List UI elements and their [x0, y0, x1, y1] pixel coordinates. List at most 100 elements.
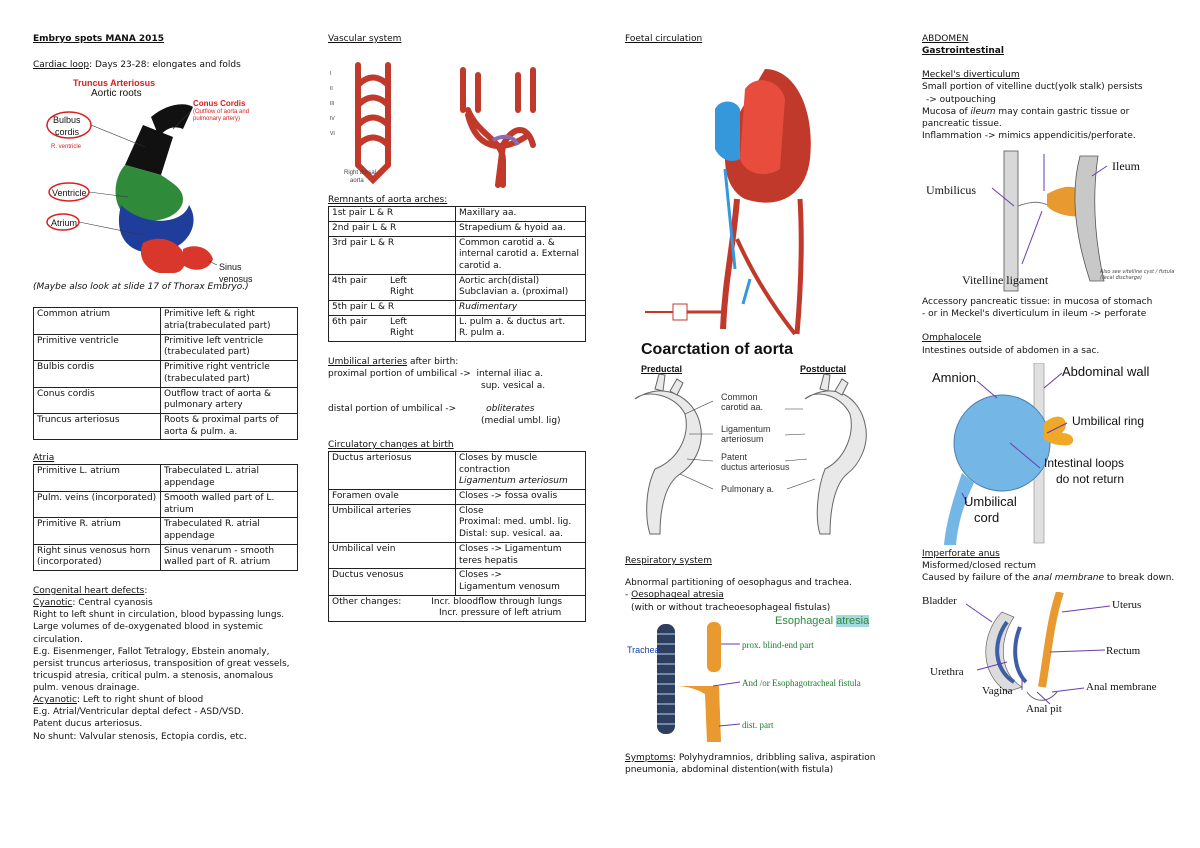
coarct-patent: Patent: [721, 452, 748, 463]
arches-table-cell-remnant: Strapedium & hyoid aa.: [455, 220, 586, 237]
atria-table-cell-derivative: Trabeculated L. atrial appendage: [160, 464, 298, 492]
circ-table-cell-change: Closes -> fossa ovalis: [455, 489, 586, 505]
cardiac-table-cell-derivative: Primitive left ventricle (trabeculated p…: [160, 333, 298, 362]
arches-table-cell-pair: 5th pair L & R: [328, 300, 456, 316]
atria-title: Atria: [33, 453, 55, 464]
omph-cord-2: cord: [974, 509, 1000, 525]
coarct-common: Common: [721, 392, 758, 403]
acyanotic-examples: E.g. Atrial/Ventricular deptal defect - …: [33, 707, 244, 718]
circ-table-cell-change: Closes -> Ligamentum teres hepatis: [455, 541, 586, 570]
symptoms: Symptoms: Polyhydramnios, dribbling sali…: [625, 752, 876, 775]
fig-conus-label: Conus Cordis: [193, 99, 246, 109]
column-4: ABDOMEN Gastrointestinal Meckel's divert…: [922, 33, 1177, 717]
arches-table-cell-pair: 3rd pair L & R: [328, 235, 456, 275]
fig-ventricle-label: Ventricle: [52, 188, 87, 199]
arches-pair-label: 6th pair: [332, 316, 368, 327]
omphalocele-title: Omphalocele: [922, 333, 982, 344]
atria-table-cell-structure: Primitive L. atrium: [33, 464, 161, 492]
imperforate-line2: Caused by failure of the anal membrane t…: [922, 572, 1175, 583]
fig-aortic-roots-label: Aortic roots: [91, 88, 142, 100]
imperforate-figure: Bladder Uterus Urethra Rectum Vagina Ana…: [922, 592, 1177, 717]
coarctation-title: Coarctation of aorta: [641, 341, 794, 359]
umbilical-title: Umbilical arteries after birth:: [328, 357, 459, 368]
omph-amnion: Amnion: [932, 369, 977, 385]
arches-table-cell-remnant: Rudimentary: [455, 300, 586, 316]
arches-side-label: Left Right: [390, 275, 414, 298]
postductal-label: Postductal: [800, 364, 847, 375]
arches-table-cell-remnant: L. pulm a. & ductus art. R. pulm a.: [455, 314, 586, 343]
arches-table-cell-remnant: Aortic arch(distal) Subclavian a. (proxi…: [455, 273, 586, 302]
omph-loops-1: Intestinal loops: [1044, 455, 1125, 470]
arches-table-cell-remnant: Common carotid a. & internal carotid a. …: [455, 235, 586, 275]
heart-tube-diagram: [46, 104, 218, 274]
cyanotic-line: Cyanotic: Central cyanosis: [33, 598, 153, 609]
imp-bladder: Bladder: [922, 595, 957, 608]
coarctation-diagram: [634, 373, 867, 535]
fig-conus-note: (Outflow of aorta and pulmonary artery): [193, 109, 250, 123]
fig-cordis-label: cordis: [55, 127, 80, 138]
arches-table-row: 6th pair Left Right L. pulm a. & ductus ar…: [328, 314, 586, 343]
resp-title: Respiratory system: [625, 556, 712, 567]
atria-table-cell-derivative: Trabeculated R. atrial appendage: [160, 517, 298, 545]
imp-rectum: Rectum: [1106, 645, 1141, 658]
cardiac-table-cell-structure: Bulbis cordis: [33, 360, 161, 388]
foetal-circulation-diagram: [645, 69, 811, 336]
foetal-figure: [625, 49, 875, 339]
cardiac-loop-line: Cardiac loop: Days 23-28: elongates and …: [33, 60, 241, 71]
eso-dist: dist. part: [742, 719, 774, 730]
svg-text:III: III: [330, 101, 334, 107]
coarct-art: arteriosum: [721, 434, 764, 445]
arches-table-cell-pair: 1st pair L & R: [328, 206, 456, 222]
atria-table-row: Pulm. veins (incorporated)Smooth walled …: [33, 490, 298, 519]
circ-table-cell-structure: Ductus arteriosus: [328, 450, 456, 491]
arches-side-label: Left Right: [390, 316, 414, 339]
omph-wall: Abdominal wall: [1062, 363, 1150, 379]
eso-prox: prox. blind-end part: [742, 639, 814, 650]
meckel-line3: Mucosa of ileum may contain gastric tiss…: [922, 106, 1130, 129]
foetal-title: Foetal circulation: [625, 34, 703, 44]
noshunt-line: No shunt: Valvular stenosis, Ectopia cor…: [33, 731, 247, 742]
circ-table-cell-change: Closes -> Ligamentum venosum: [455, 568, 586, 596]
atria-table-row: Right sinus venosus horn (incorporated)S…: [33, 543, 298, 571]
omph-ring: Umbilical ring: [1072, 413, 1145, 428]
circ-table-cell-structure: Foramen ovale: [328, 489, 456, 505]
abdomen-title: ABDOMEN: [922, 34, 969, 44]
remnants-title: Remnants of aorta arches:: [328, 195, 448, 206]
svg-text:I: I: [330, 71, 331, 77]
resp-item2: (with or without tracheoesophageal fistu…: [631, 602, 831, 613]
column-1: Embryo spots MANA 2015 Cardiac loop: Day…: [33, 33, 298, 743]
meckel-umbilicus: Umbilicus: [926, 183, 976, 198]
circ-table-cell-structure: Ductus venosus: [328, 568, 456, 596]
atria-table-cell-structure: Right sinus venosus horn (incorporated): [33, 543, 161, 571]
omphalocele-diagram: [944, 362, 1074, 545]
eso-trachea: Trachea: [627, 644, 660, 655]
meckel-line1: Small portion of vitelline duct(yolk sta…: [922, 82, 1143, 93]
fig-right-dorsal: Right dorsal: [344, 170, 377, 177]
accessory-line2: - or in Meckel's diverticulum in ileum -…: [922, 309, 1147, 320]
circ-row-other: Other changes:Incr. bloodflow through lu…: [328, 594, 586, 622]
meckel-title: Meckel's diverticulum: [922, 70, 1020, 81]
imp-vagina: Vagina: [982, 685, 1013, 698]
cardiac-table-cell-structure: Primitive ventricle: [33, 333, 161, 362]
coarctation-figure: Coarctation of aorta Preductal Postducta…: [625, 339, 875, 549]
resp-item: - Oesophageal atresia: [625, 590, 724, 601]
fig-bulbus-label: Bulbus: [53, 115, 81, 126]
coarct-lig: Ligamentum: [721, 424, 771, 435]
omphalocele-figure: Amnion Abdominal wall Umbilical ring Int…: [922, 362, 1177, 548]
fig-sinus-label: Sinus venosus: [219, 262, 253, 285]
cardiac-table-cell-derivative: Outflow tract of aorta & pulmonary arter…: [160, 386, 298, 414]
